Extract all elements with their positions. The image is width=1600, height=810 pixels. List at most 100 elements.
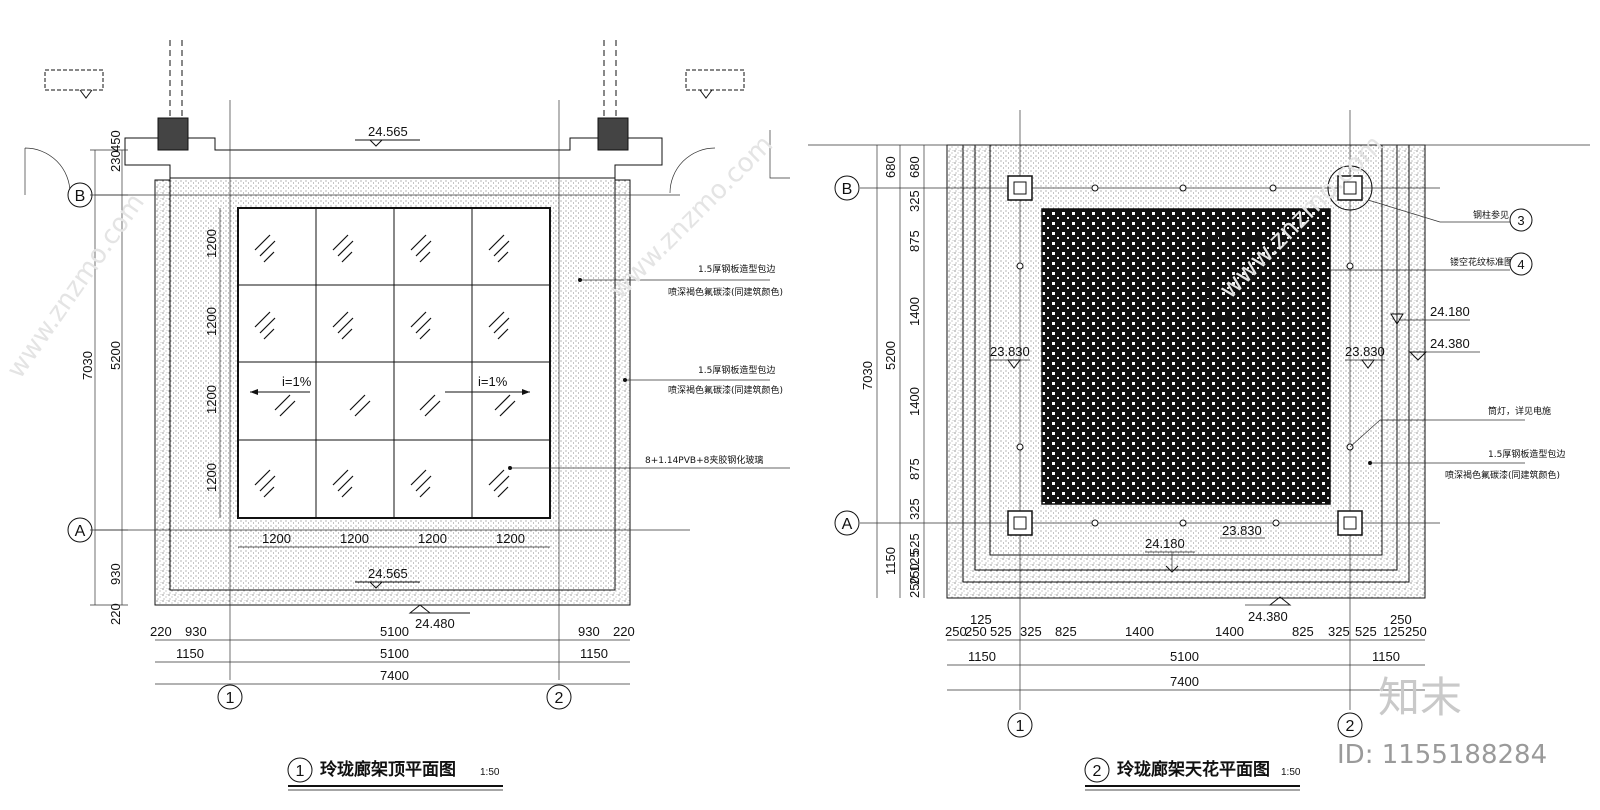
left-hdim-220a: 220 xyxy=(150,624,172,639)
left-grid-h-2: 1200 xyxy=(204,307,219,336)
right-level-6: 23.830 xyxy=(1222,523,1262,538)
right-hdim-4: 325 xyxy=(1020,624,1042,639)
glass-grid xyxy=(238,208,550,518)
right-vdim-inner-1: 325 xyxy=(907,190,922,212)
left-hdim-220b: 220 xyxy=(613,624,635,639)
right-title: 玲珑廊架天花平面图 xyxy=(1117,759,1270,780)
right-ceiling-plan: B A 1 2 24.180 24.3 xyxy=(808,110,1590,791)
left-roof-plan: i=1% i=1% B A 1 2 24.565 xyxy=(24,40,790,791)
left-vdim-mid: 5200 xyxy=(108,341,123,370)
right-vdim-inner-2: 875 xyxy=(907,230,922,252)
left-scale: 1:50 xyxy=(480,767,500,778)
right-vdim-inner-3: 1400 xyxy=(907,297,922,326)
right-note-pattern: 镂空花纹标准图 xyxy=(1450,256,1513,268)
left-grid-v-2: 1200 xyxy=(340,531,369,546)
left-grid-h-4: 1200 xyxy=(204,463,219,492)
right-hdim-1150b: 1150 xyxy=(1372,649,1400,664)
right-vdim-1150: 1150 xyxy=(883,547,898,575)
right-vdim-inner-5: 875 xyxy=(907,458,922,480)
left-hdim-7400: 7400 xyxy=(380,668,409,683)
right-vdim-bottom-4: 250 xyxy=(907,576,922,598)
left-note1-line2: 喷深褐色氟碳漆(同建筑颜色) xyxy=(668,286,783,298)
left-level-top: 24.565 xyxy=(368,124,408,139)
right-hdim-7400: 7400 xyxy=(1170,674,1199,689)
left-hdim-5100a: 5100 xyxy=(380,624,409,639)
left-vdim-outer: 7030 xyxy=(80,351,95,380)
right-axis-b: B xyxy=(842,181,853,198)
right-note-col: 钢柱参见 xyxy=(1473,209,1509,221)
right-note-steel-2: 喷深褐色氟碳漆(同建筑颜色) xyxy=(1445,469,1560,481)
right-title-number: 2 xyxy=(1093,763,1102,780)
steel-columns xyxy=(1007,175,1363,536)
glass-hatch xyxy=(254,234,516,498)
right-hdim-top-small-2: 250 xyxy=(1390,612,1412,627)
brand-id: ID: 1155188284 xyxy=(1337,740,1547,770)
right-note-lamp: 筒灯，详见电施 xyxy=(1488,405,1551,417)
right-hdim-11: 125 xyxy=(1383,624,1405,639)
watermark-left: www.znzmo.com xyxy=(1,188,151,384)
left-note2-line1: 1.5厚钢板造型包边 xyxy=(698,364,775,376)
right-hdim-1150a: 1150 xyxy=(968,649,996,664)
left-title-number: 1 xyxy=(296,763,305,780)
left-column-cap xyxy=(157,117,189,151)
right-note-pattern-ref: 4 xyxy=(1517,257,1524,272)
downlights xyxy=(1016,184,1354,527)
right-vdim-680a: 680 xyxy=(883,156,898,178)
left-grid-v-4: 1200 xyxy=(496,531,525,546)
brand-logo: 知末 xyxy=(1378,673,1462,722)
right-level-4: 23.830 xyxy=(1345,344,1385,359)
right-level-5: 24.180 xyxy=(1145,536,1185,551)
right-vdim-inner-4: 1400 xyxy=(907,387,922,416)
right-axis-1: 1 xyxy=(1016,718,1025,735)
left-note2-line2: 喷深褐色氟碳漆(同建筑颜色) xyxy=(668,384,783,396)
right-vdim-bottom-2: 125 xyxy=(907,550,922,572)
right-vdim-bottom-1: 525 xyxy=(907,533,922,555)
left-axis-a: A xyxy=(75,523,86,540)
right-hdim-9: 325 xyxy=(1328,624,1350,639)
right-level-7: 24.380 xyxy=(1248,609,1288,624)
left-title: 玲珑廊架顶平面图 xyxy=(320,759,456,780)
left-vdim-930: 930 xyxy=(108,563,123,585)
right-level-1: 24.180 xyxy=(1430,304,1470,319)
right-hdim-3: 525 xyxy=(990,624,1012,639)
left-hdim-1150b: 1150 xyxy=(580,646,608,661)
right-note-col-ref: 3 xyxy=(1517,213,1524,228)
right-hdim-5100: 5100 xyxy=(1170,649,1199,664)
left-grid-h-1: 1200 xyxy=(204,229,219,258)
right-level-3: 23.830 xyxy=(990,344,1030,359)
right-vdim-bottom-3: 250 xyxy=(907,563,922,585)
left-hdim-930a: 930 xyxy=(185,624,207,639)
left-vdim-220: 220 xyxy=(108,603,123,625)
right-note-steel-1: 1.5厚钢板造型包边 xyxy=(1488,448,1565,460)
right-hdim-7: 1400 xyxy=(1215,624,1244,639)
right-vdim-outer: 7030 xyxy=(860,361,875,390)
right-vdim-inner-6: 325 xyxy=(907,498,922,520)
left-level-bottom: 24.480 xyxy=(415,616,455,631)
left-axis-b: B xyxy=(75,188,86,205)
right-axis-2: 2 xyxy=(1346,718,1355,735)
slope-right: i=1% xyxy=(478,374,508,389)
left-grid-v-3: 1200 xyxy=(418,531,447,546)
lattice-panel xyxy=(1041,208,1331,505)
left-note1-line1: 1.5厚钢板造型包边 xyxy=(698,263,775,275)
left-level-inner: 24.565 xyxy=(368,566,408,581)
slope-left: i=1% xyxy=(282,374,312,389)
left-axis-1: 1 xyxy=(226,690,235,707)
left-axis-2: 2 xyxy=(555,690,564,707)
left-grid-h-3: 1200 xyxy=(204,385,219,414)
right-vdim-mid: 5200 xyxy=(883,341,898,370)
left-hdim-5100b: 5100 xyxy=(380,646,409,661)
left-hdim-930b: 930 xyxy=(578,624,600,639)
left-note3: 8+1.14PVB+8夹胶钢化玻璃 xyxy=(645,454,763,466)
right-column-cap xyxy=(597,117,629,151)
right-scale: 1:50 xyxy=(1281,767,1301,778)
right-hdim-top-small-1: 125 xyxy=(970,612,992,627)
left-grid-v-1: 1200 xyxy=(262,531,291,546)
right-vdim-680b: 680 xyxy=(907,156,922,178)
right-hdim-6: 1400 xyxy=(1125,624,1154,639)
right-hdim-5: 825 xyxy=(1055,624,1077,639)
left-vdim-top: 230 xyxy=(108,150,123,172)
left-hdim-1150a: 1150 xyxy=(176,646,204,661)
right-level-2: 24.380 xyxy=(1430,336,1470,351)
